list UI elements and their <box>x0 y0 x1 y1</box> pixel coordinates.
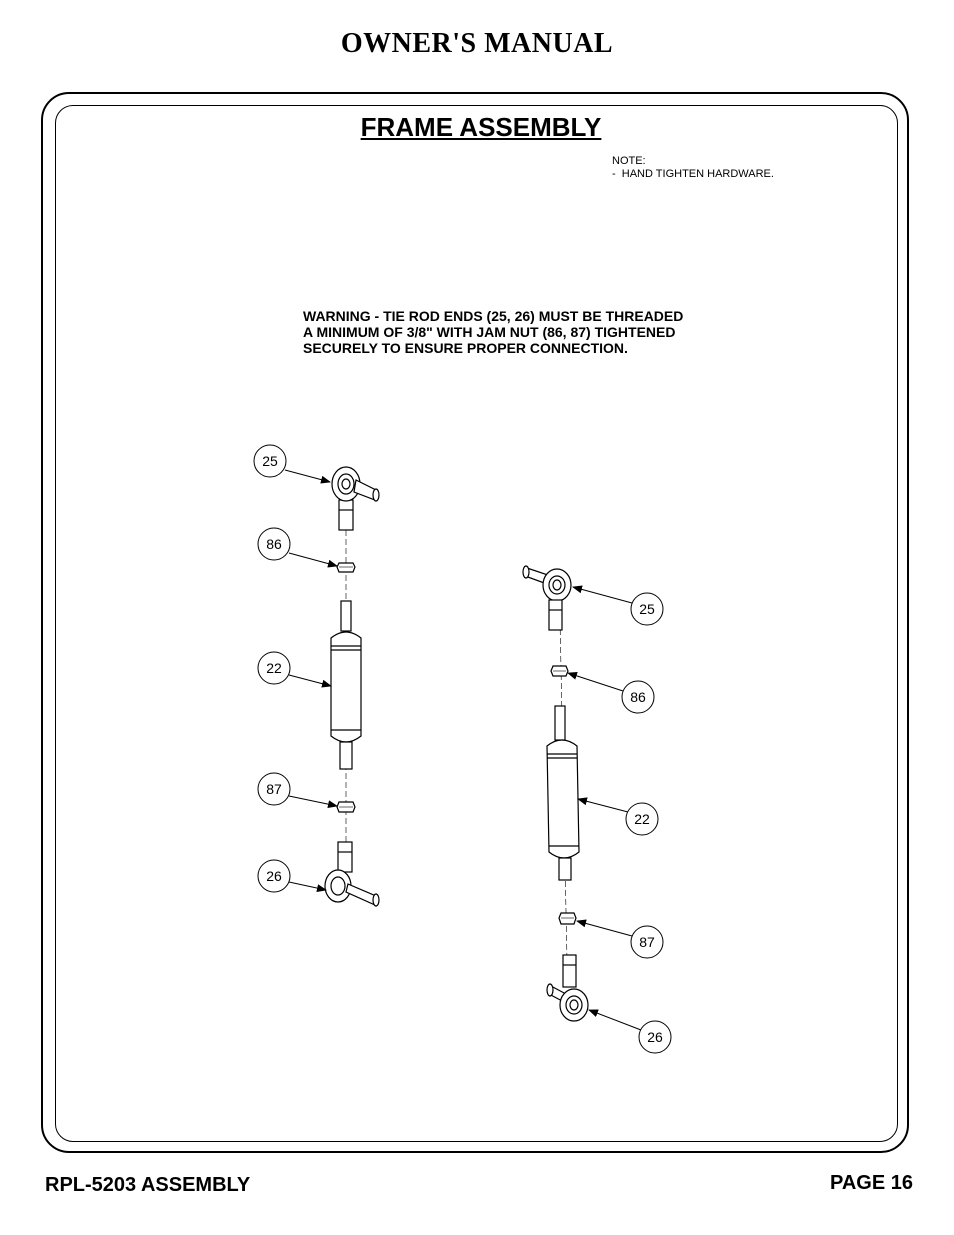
section-title: FRAME ASSEMBLY <box>360 112 602 142</box>
warning-line: A MINIMUM OF 3/8" WITH JAM NUT (86, 87) … <box>303 324 676 340</box>
callout-label: 26 <box>266 868 282 884</box>
callout-label: 25 <box>262 453 278 469</box>
callout-left-25: 25 <box>253 444 287 478</box>
callout-label: 22 <box>634 811 650 827</box>
right-jam-nut-bottom <box>558 912 577 925</box>
right-tie-rod-end-top <box>522 565 572 631</box>
callout-right-86: 86 <box>621 680 655 714</box>
callout-label: 26 <box>647 1029 663 1045</box>
callout-right-26: 26 <box>638 1020 672 1054</box>
callout-left-22: 22 <box>257 651 291 685</box>
right-shock-body <box>546 705 580 881</box>
warning-line: SECURELY TO ENSURE PROPER CONNECTION. <box>303 340 628 356</box>
manual-title: OWNER'S MANUAL <box>340 28 614 59</box>
callout-left-87: 87 <box>257 772 291 806</box>
callout-label: 86 <box>630 689 646 705</box>
callout-right-87: 87 <box>630 925 664 959</box>
left-jam-nut-top <box>336 562 356 573</box>
warning-text: WARNING - TIE ROD ENDS (25, 26) MUST BE … <box>303 308 683 356</box>
right-tie-rod-end-bottom <box>546 954 589 1022</box>
hardware-note: NOTE: - HAND TIGHTEN HARDWARE. <box>612 155 774 180</box>
left-tie-rod-end-top <box>331 466 380 531</box>
callout-bubbles: 25 86 22 87 26 25 86 22 <box>253 444 672 1054</box>
right-tie-rod-assembly <box>522 565 589 1022</box>
warning-line: WARNING - TIE ROD ENDS (25, 26) MUST BE … <box>303 308 684 324</box>
left-jam-nut-bottom <box>336 801 356 813</box>
callout-right-22: 22 <box>625 802 659 836</box>
callout-right-25: 25 <box>630 592 664 626</box>
left-tie-rod-assembly <box>324 466 380 907</box>
callout-label: 87 <box>639 934 655 950</box>
page-frame-outer <box>41 92 909 1153</box>
left-shock-body <box>330 600 362 770</box>
page-frame-inner <box>55 105 898 1142</box>
callout-label: 25 <box>639 601 655 617</box>
callout-label: 22 <box>266 660 282 676</box>
callout-left-86: 86 <box>257 527 291 561</box>
left-tie-rod-end-bottom <box>324 841 380 907</box>
callout-label: 87 <box>266 781 282 797</box>
callout-label: 86 <box>266 536 282 552</box>
footer-model: RPL-5203 ASSEMBLY <box>45 1174 251 1196</box>
footer-page-number: PAGE 16 <box>830 1172 913 1194</box>
callout-left-26: 26 <box>257 859 291 893</box>
right-jam-nut-top <box>550 665 569 677</box>
leader-lines <box>284 469 642 1031</box>
